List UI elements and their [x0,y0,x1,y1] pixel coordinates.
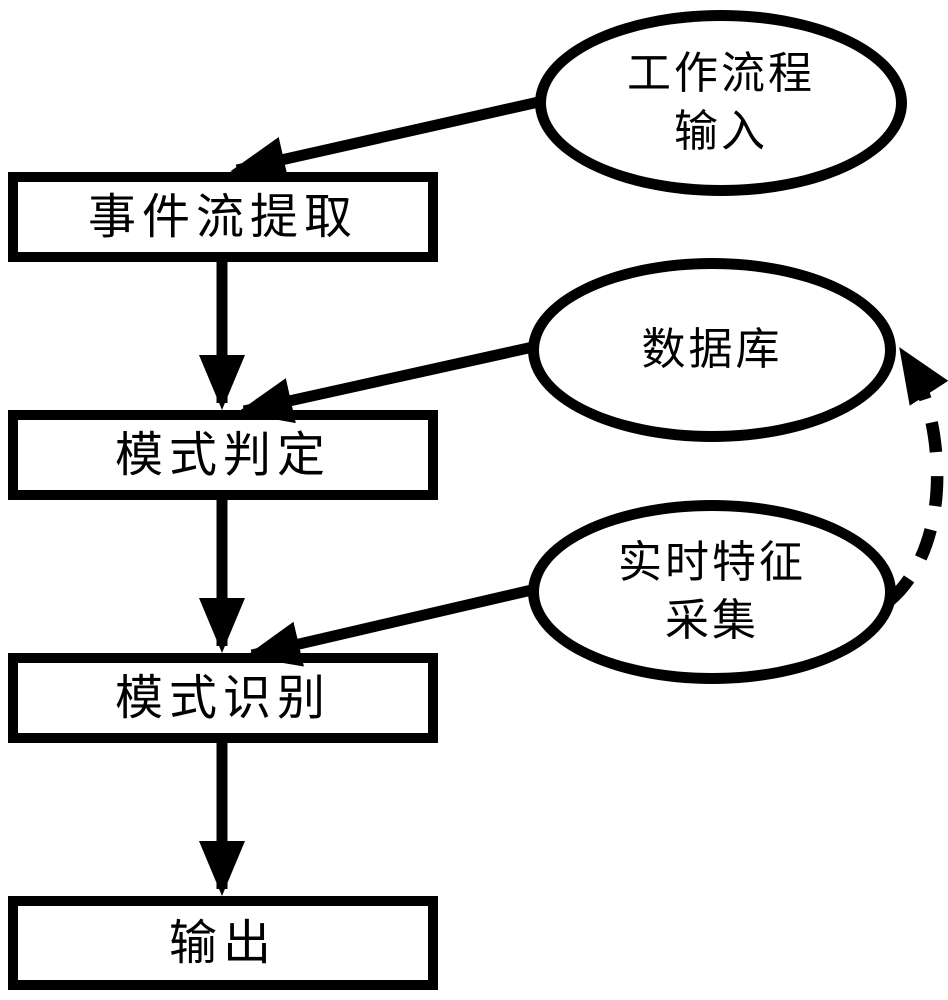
edge-realtime-feature-to-pattern-recognition [245,583,538,667]
node-output-label: 输出 [168,915,277,971]
node-output: 输出 [8,896,438,990]
node-workflow-input-label-line2: 输入 [674,106,768,157]
node-pattern-determination: 模式判定 [8,410,438,500]
edge-database-to-pattern-determination [237,341,535,424]
node-event-stream-extraction: 事件流提取 [8,172,438,262]
node-realtime-feature-collection-label-line1: 实时特征 [618,536,806,588]
node-database: 数据库 [528,258,896,442]
node-realtime-feature-collection-label-line2: 采集 [665,595,759,646]
node-pattern-determination-label: 模式判定 [114,427,331,483]
node-event-stream-extraction-label: 事件流提取 [87,189,358,245]
node-workflow-input-label-line1: 工作流程 [627,47,815,99]
node-realtime-feature-collection: 实时特征 采集 [528,500,896,684]
node-database-label: 数据库 [641,323,783,375]
node-pattern-recognition-label: 模式识别 [114,670,331,726]
node-pattern-recognition: 模式识别 [8,653,438,743]
node-workflow-input: 工作流程 输入 [535,10,907,196]
edge-workflow-input-to-event-stream [230,95,545,182]
edge-realtime-feature-to-database-dashed [884,347,948,606]
